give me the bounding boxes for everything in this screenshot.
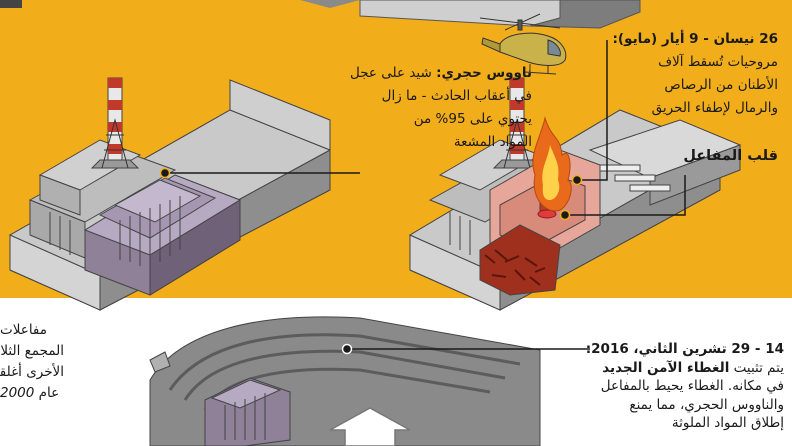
core-leader-dot <box>559 209 571 221</box>
confinement-line2-text: يتم تثبيت <box>729 359 784 376</box>
confinement-line4: والناووس الحجري، مما يمنع <box>629 396 784 413</box>
helicopter-leader-dot <box>571 174 583 186</box>
sarcophagus-line2: في أعقاب الحادث - ما زال <box>381 88 532 104</box>
helicopter-line4: والرمال لإطفاء الحريق <box>651 100 778 116</box>
helicopter-icon <box>479 13 567 75</box>
confinement-leader-dot <box>341 343 353 355</box>
confinement-name: الغطاء الآمن الجديد <box>602 359 730 376</box>
helicopter-caption: 26 نيسان - 9 أيار (مايو): مروحيات تُسقط … <box>600 28 778 120</box>
reactor-core-label: قلب المفاعل <box>683 148 778 164</box>
helicopter-line3: الأطنان من الرصاص <box>664 77 778 93</box>
sarcophagus-leader-dot <box>159 167 171 179</box>
confinement-line3: في مكانه. الغطاء يحيط بالمفاعل <box>600 378 784 394</box>
sarcophagus-caption: ناووس حجري: شيد على عجل في أعقاب الحادث … <box>349 62 532 154</box>
top-left-dark-block <box>0 0 22 8</box>
sarcophagus-reactor <box>8 77 332 311</box>
helicopter-line2: مروحيات تُسقط آلاف <box>658 54 778 70</box>
top-building <box>300 0 641 29</box>
other-reactors-line4: عام 2000 <box>0 383 64 404</box>
sarcophagus-line1: شيد على عجل <box>349 65 437 81</box>
arrow-icon <box>329 407 411 446</box>
sarcophagus-line4: المواد المشعة <box>453 134 532 150</box>
other-reactors-line2: المجمع الثلاثة <box>0 343 64 359</box>
other-reactors-line1: مفاعلات <box>0 322 47 338</box>
helicopter-leader-line <box>577 40 608 181</box>
confinement-caption: 14 - 29 تشرين الثاني، 2016: يتم تثبيت ال… <box>586 340 784 433</box>
helicopter-title: 26 نيسان - 9 أيار (مايو): <box>612 31 778 47</box>
other-reactors-caption: مفاعلات المجمع الثلاثة الأخرى أغلقت عام … <box>0 320 64 404</box>
other-reactors-year: 2000 <box>0 385 35 401</box>
confinement-line2: يتم تثبيت الغطاء الآمن الجديد <box>586 359 784 378</box>
core-leader-line <box>565 175 686 216</box>
other-reactors-year-prefix: عام <box>34 385 60 401</box>
confinement-title: 14 - 29 تشرين الثاني، 2016: <box>585 341 784 357</box>
sarcophagus-caption-line1: ناووس حجري: شيد على عجل <box>349 62 532 85</box>
sarcophagus-title: ناووس حجري: <box>436 65 532 81</box>
sarcophagus-line3: يحتوي على 95% من <box>413 111 532 127</box>
other-reactors-line3: الأخرى أغلقت <box>0 364 64 380</box>
confinement-line5: إطلاق المواد الملوثة <box>671 415 784 431</box>
